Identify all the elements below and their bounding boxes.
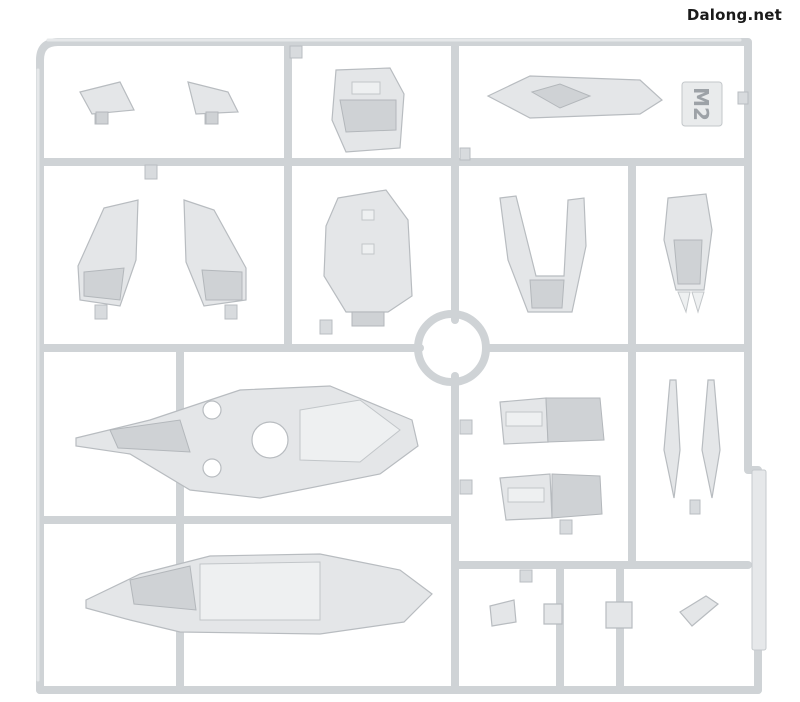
cylinder-part-lower-icon	[499, 473, 603, 521]
shoulder-armor-right-icon	[187, 81, 239, 125]
small-bracket-icon	[489, 595, 719, 629]
v-fin-part-icon	[499, 195, 587, 313]
antenna-blade-left-icon	[663, 379, 681, 499]
wing-plate-lower-icon	[85, 553, 433, 635]
wing-plate-upper-icon	[75, 385, 419, 499]
sprue-tag: M2	[681, 81, 749, 127]
sprue-tag-label: M2	[689, 87, 713, 121]
shoulder-armor-left-icon	[79, 81, 135, 125]
watermark-text: Dalong.net	[686, 6, 782, 24]
antenna-blade-right-icon	[701, 379, 721, 499]
long-nose-part-icon	[486, 75, 663, 119]
leg-panel-left-icon	[77, 199, 139, 307]
leg-panel-right-icon	[183, 199, 247, 307]
side-tag-strip	[751, 469, 767, 651]
chest-shell-icon	[323, 189, 413, 327]
cylinder-part-upper-icon	[499, 397, 605, 445]
torso-block-icon	[331, 67, 405, 153]
thruster-part-icon	[663, 193, 713, 314]
